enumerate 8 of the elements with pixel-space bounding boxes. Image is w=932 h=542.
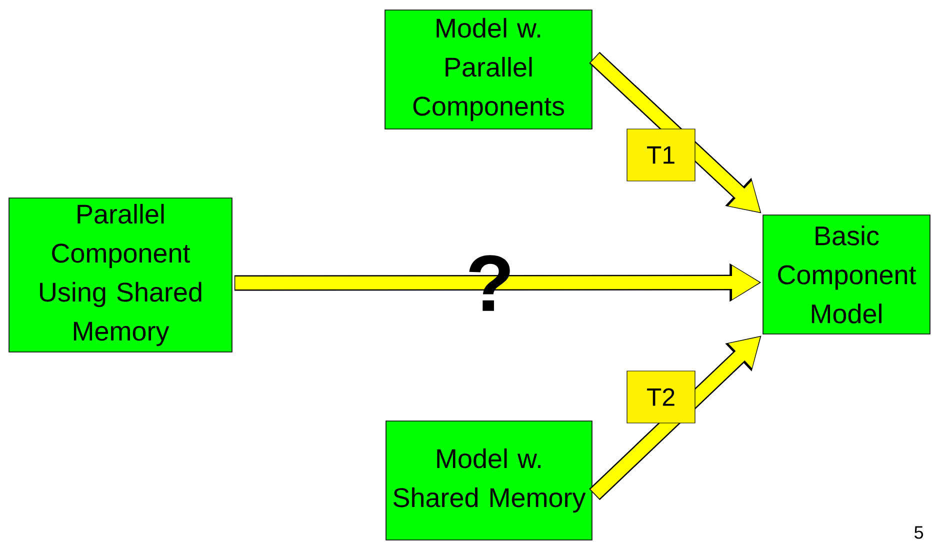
process-box: Basic Component Model <box>762 214 930 334</box>
process-box: Model w. Parallel Components <box>384 10 592 130</box>
edge-label: T1 <box>626 128 696 182</box>
page-number: 5 <box>914 526 924 539</box>
edge-label: ? <box>469 255 510 311</box>
process-box: Model w. Shared Memory <box>386 420 592 540</box>
process-box: Parallel Component Using Shared Memory <box>8 198 232 352</box>
edge-label: T2 <box>626 370 696 424</box>
